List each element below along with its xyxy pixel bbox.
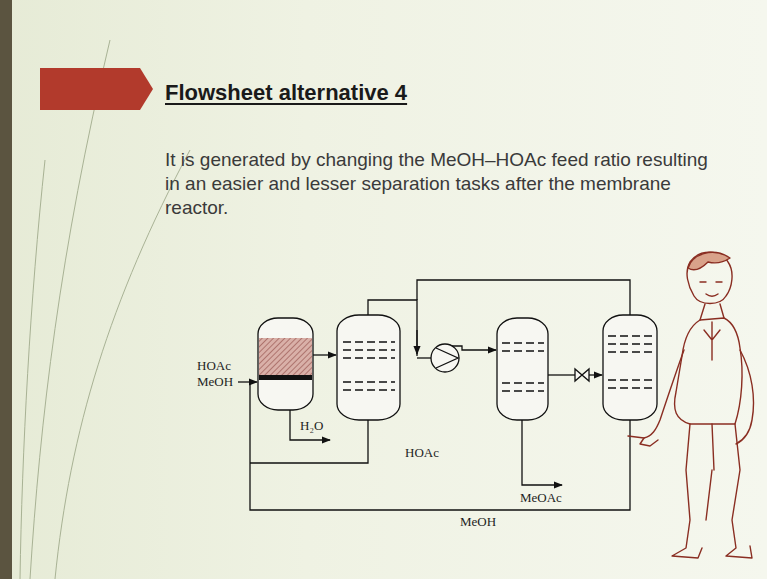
body-text: It is generated by changing the MeOH–HOA… [165,148,725,220]
slide-title: Flowsheet alternative 4 [165,80,407,106]
stream-label: MeOAc [520,490,562,505]
stream-label: H₂O [300,418,323,433]
decor-curves [20,40,190,579]
title-arrow-tab [40,68,153,110]
stream-label: HOAc [197,358,231,373]
presenter-figure [628,252,754,558]
stream-label: HOAc [405,445,439,460]
flowsheet [238,280,657,510]
stream-label: MeOH [197,374,233,389]
stream-label: MeOH [460,514,496,529]
side-bar [0,0,12,579]
